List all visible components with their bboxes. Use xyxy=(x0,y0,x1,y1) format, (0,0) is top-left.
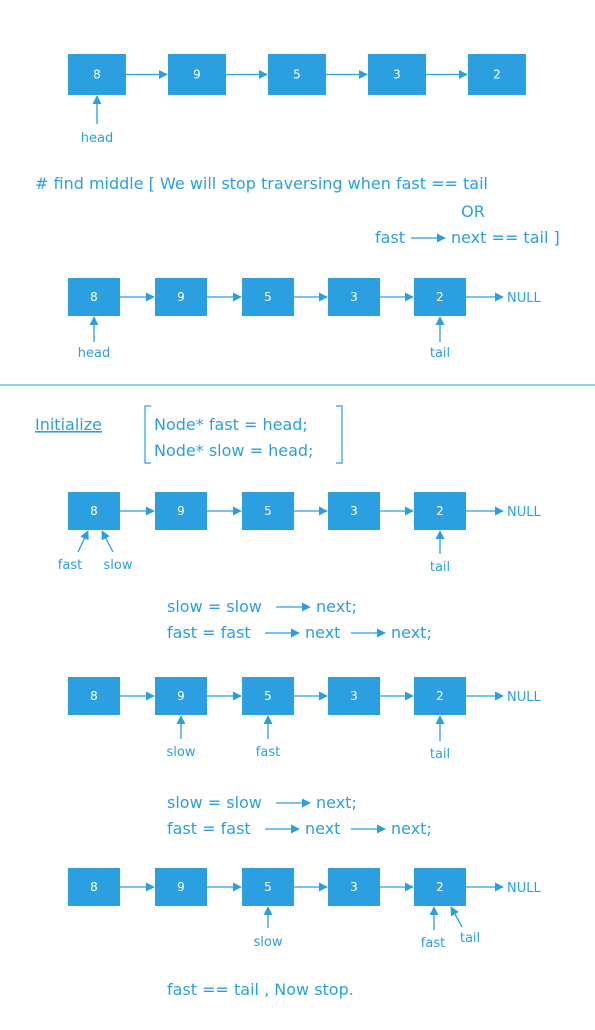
rule-text-line1: # find middle [ We will stop traversing … xyxy=(35,174,488,193)
list-5: 8 9 5 3 2 NULL slow fast tail xyxy=(68,868,541,951)
node-2: 9 xyxy=(155,492,207,530)
code-slow-a: slow = slow xyxy=(167,793,262,812)
node-4: 3 xyxy=(368,54,426,95)
node-2: 9 xyxy=(155,278,207,316)
tail-label: tail xyxy=(460,931,480,946)
node-value: 2 xyxy=(436,689,444,703)
node-3: 5 xyxy=(242,492,294,530)
node-4: 3 xyxy=(328,278,380,316)
code-slow-b: next; xyxy=(316,597,357,616)
node-value: 9 xyxy=(193,68,201,82)
node-2: 9 xyxy=(168,54,226,95)
list-2: 8 9 5 3 2 NULL head tail xyxy=(68,278,541,361)
node-value: 3 xyxy=(350,290,358,304)
init-code-line2: Node* slow = head; xyxy=(154,441,313,460)
code-fast-c: next; xyxy=(391,819,432,838)
node-5: 2 xyxy=(468,54,526,95)
node-value: 9 xyxy=(177,290,185,304)
slow-label: slow xyxy=(167,745,196,760)
node-1: 8 xyxy=(68,677,120,715)
tail-pointer-arrow xyxy=(450,906,463,928)
node-value: 8 xyxy=(93,68,101,82)
node-4: 3 xyxy=(328,868,380,906)
node-3: 5 xyxy=(242,677,294,715)
node-value: 9 xyxy=(177,504,185,518)
step-code-1: slow = slow next; fast = fast next next; xyxy=(167,597,432,642)
code-bracket-left xyxy=(144,405,151,464)
node-value: 8 xyxy=(90,290,98,304)
node-value: 8 xyxy=(90,504,98,518)
list-4: 8 9 5 3 2 NULL slow fast tail xyxy=(68,677,541,762)
fast-label: fast xyxy=(256,745,280,760)
node-2: 9 xyxy=(155,677,207,715)
node-value: 3 xyxy=(350,504,358,518)
initialize-label: Initialize xyxy=(35,415,102,434)
node-value: 2 xyxy=(436,290,444,304)
node-value: 2 xyxy=(436,880,444,894)
head-label: head xyxy=(78,346,110,361)
rule-text-fast: fast xyxy=(375,228,405,247)
node-1: 8 xyxy=(68,278,120,316)
code-fast-a: fast = fast xyxy=(167,623,251,642)
node-value: 3 xyxy=(350,689,358,703)
list-3: 8 9 5 3 2 NULL fast slow tail xyxy=(58,492,541,575)
node-5: 2 xyxy=(414,492,466,530)
final-conclusion-text: fast == tail , Now stop. xyxy=(167,980,354,999)
code-slow-a: slow = slow xyxy=(167,597,262,616)
node-3: 5 xyxy=(242,868,294,906)
fast-label: fast xyxy=(58,558,82,573)
node-value: 5 xyxy=(264,880,272,894)
node-5: 2 xyxy=(414,278,466,316)
head-label: head xyxy=(81,131,113,146)
node-1: 8 xyxy=(68,492,120,530)
list-1: 8 9 5 3 2 head xyxy=(68,54,526,146)
node-4: 3 xyxy=(328,677,380,715)
node-value: 5 xyxy=(264,290,272,304)
tail-label: tail xyxy=(430,346,450,361)
rule-text-next: next == tail ] xyxy=(451,228,560,247)
node-value: 2 xyxy=(493,68,501,82)
node-value: 8 xyxy=(90,689,98,703)
node-value: 5 xyxy=(293,68,301,82)
node-value: 9 xyxy=(177,689,185,703)
code-bracket-right xyxy=(336,405,343,464)
fast-pointer-arrow xyxy=(77,530,89,553)
node-4: 3 xyxy=(328,492,380,530)
tail-label: tail xyxy=(430,747,450,762)
node-value: 3 xyxy=(393,68,401,82)
node-5: 2 xyxy=(414,868,466,906)
node-value: 3 xyxy=(350,880,358,894)
slow-label: slow xyxy=(104,558,133,573)
node-value: 9 xyxy=(177,880,185,894)
node-2: 9 xyxy=(155,868,207,906)
slow-pointer-arrow xyxy=(101,530,114,553)
node-1: 8 xyxy=(68,54,126,95)
step-code-2: slow = slow next; fast = fast next next; xyxy=(167,793,432,838)
init-code-line1: Node* fast = head; xyxy=(154,415,308,434)
null-label: NULL xyxy=(507,291,541,306)
node-1: 8 xyxy=(68,868,120,906)
code-fast-a: fast = fast xyxy=(167,819,251,838)
null-label: NULL xyxy=(507,505,541,520)
code-slow-b: next; xyxy=(316,793,357,812)
node-5: 2 xyxy=(414,677,466,715)
node-value: 5 xyxy=(264,689,272,703)
slow-label: slow xyxy=(254,935,283,950)
null-label: NULL xyxy=(507,881,541,896)
node-value: 2 xyxy=(436,504,444,518)
code-fast-b: next xyxy=(305,819,340,838)
rule-text-or: OR xyxy=(461,202,485,221)
node-3: 5 xyxy=(242,278,294,316)
node-value: 8 xyxy=(90,880,98,894)
null-label: NULL xyxy=(507,690,541,705)
fast-label: fast xyxy=(421,936,445,951)
node-3: 5 xyxy=(268,54,326,95)
code-fast-c: next; xyxy=(391,623,432,642)
code-fast-b: next xyxy=(305,623,340,642)
node-value: 5 xyxy=(264,504,272,518)
tail-label: tail xyxy=(430,560,450,575)
